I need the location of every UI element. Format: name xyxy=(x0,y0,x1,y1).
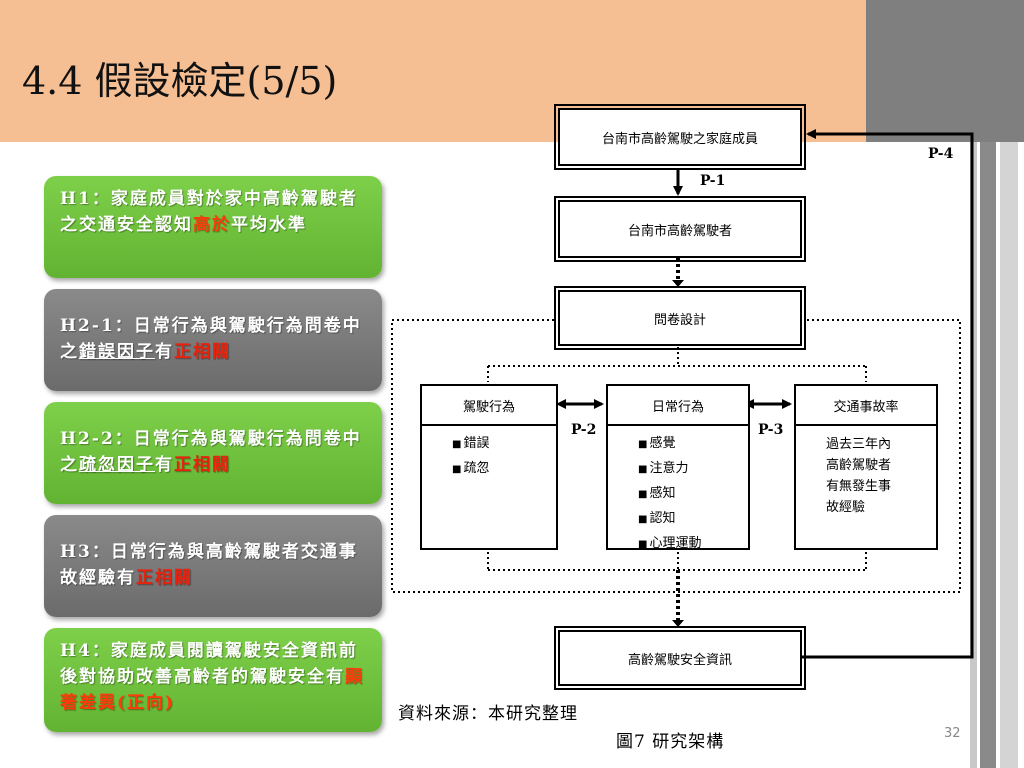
driving-behavior-box: 駕駛行為 錯誤 疏忽 xyxy=(420,384,558,550)
h2-1-text: H2-1：日常行為與駕駛行為問卷中之 xyxy=(60,316,362,362)
hypothesis-h3: H3：日常行為與高齡駕駛者交通事故經驗有正相關 xyxy=(44,515,382,617)
accident-rate-header: 交通事故率 xyxy=(796,386,936,426)
accident-rate-line: 有無發生事 xyxy=(826,479,892,494)
dotted-boundary xyxy=(391,319,961,593)
hypothesis-h2-1: H2-1：日常行為與駕駛行為問卷中之錯誤因子有正相關 xyxy=(44,289,382,391)
h2-2-highlight: 正相關 xyxy=(174,455,231,475)
h4-highlight: 顯著差異(正向) xyxy=(60,667,364,713)
h1-text-end: 平均水準 xyxy=(231,215,307,235)
daily-behavior-header: 日常行為 xyxy=(608,386,748,426)
figure-caption: 圖7 研究架構 xyxy=(616,732,725,752)
h2-2-text-mid: 有 xyxy=(155,455,174,475)
h2-1-highlight: 正相關 xyxy=(174,342,231,362)
list-item: 注意力 xyxy=(638,457,748,482)
hypothesis-h1: H1：家庭成員對於家中高齡駕駛者之交通安全認知高於平均水準 xyxy=(44,176,382,278)
h2-1-text-mid: 有 xyxy=(155,342,174,362)
driving-behavior-header: 駕駛行為 xyxy=(422,386,556,426)
hypothesis-h2-2: H2-2：日常行為與駕駛行為問卷中之疏忽因子有正相關 xyxy=(44,402,382,504)
h3-text: H3：日常行為與高齡駕駛者交通事故經驗有 xyxy=(60,542,358,588)
questionnaire-box: 問卷設計 xyxy=(554,286,806,350)
list-item: 認知 xyxy=(638,507,748,532)
accident-rate-line: 過去三年內 xyxy=(826,437,892,452)
hypothesis-h4: H4：家庭成員閱讀駕駛安全資訊前後對協助改善高齡者的駕駛安全有顯著差異(正向) xyxy=(44,628,382,732)
decor-bar-3 xyxy=(1000,142,1018,768)
family-box: 台南市高齡駕駛之家庭成員 xyxy=(554,104,806,170)
h2-2-factor: 疏忽因子 xyxy=(79,455,155,475)
list-item: 錯誤 xyxy=(452,432,556,457)
h2-1-factor: 錯誤因子 xyxy=(79,342,155,362)
daily-behavior-list: 感覺 注意力 感知 認知 心理運動 xyxy=(608,426,748,557)
page-number: 32 xyxy=(944,726,961,741)
h3-highlight: 正相關 xyxy=(136,568,193,588)
arrow-p4 xyxy=(802,129,974,659)
driving-behavior-list: 錯誤 疏忽 xyxy=(422,426,556,482)
list-item: 感覺 xyxy=(638,432,748,457)
source-caption: 資料來源：本研究整理 xyxy=(398,704,578,724)
list-item: 疏忽 xyxy=(452,457,556,482)
safety-info-box: 高齡駕駛安全資訊 xyxy=(554,626,806,690)
questionnaire-box-label: 問卷設計 xyxy=(653,312,706,328)
accident-rate-line: 高齡駕駛者 xyxy=(826,458,892,473)
h1-highlight: 高於 xyxy=(193,215,231,235)
accident-rate-box: 交通事故率 過去三年內 高齡駕駛者 有無發生事 故經驗 xyxy=(794,384,938,550)
accident-rate-line: 故經驗 xyxy=(826,500,866,515)
label-p4: P-4 xyxy=(928,146,954,162)
h4-text: H4：家庭成員閱讀駕駛安全資訊前後對協助改善高齡者的駕駛安全有 xyxy=(60,641,358,687)
label-p2: P-2 xyxy=(571,422,597,438)
label-p1: P-1 xyxy=(700,173,726,189)
family-box-label: 台南市高齡駕駛之家庭成員 xyxy=(601,131,758,147)
h1-text: H1：家庭成員對於家中高齡駕駛者之交通安全認知 xyxy=(60,189,358,235)
slide-title: 4.4 假設檢定(5/5) xyxy=(22,59,338,103)
driver-box-label: 台南市高齡駕駛者 xyxy=(627,223,732,239)
header-corner-block xyxy=(866,0,1024,142)
accident-rate-text: 過去三年內 高齡駕駛者 有無發生事 故經驗 xyxy=(796,426,936,518)
daily-behavior-box: 日常行為 感覺 注意力 感知 認知 心理運動 xyxy=(606,384,750,551)
list-item: 感知 xyxy=(638,482,748,507)
h2-2-text: H2-2：日常行為與駕駛行為問卷中之 xyxy=(60,429,362,475)
decor-bar-2 xyxy=(980,142,996,768)
list-item: 心理運動 xyxy=(638,532,748,557)
label-p3: P-3 xyxy=(758,422,784,438)
driver-box: 台南市高齡駕駛者 xyxy=(554,196,806,262)
safety-info-box-label: 高齡駕駛安全資訊 xyxy=(627,652,732,668)
